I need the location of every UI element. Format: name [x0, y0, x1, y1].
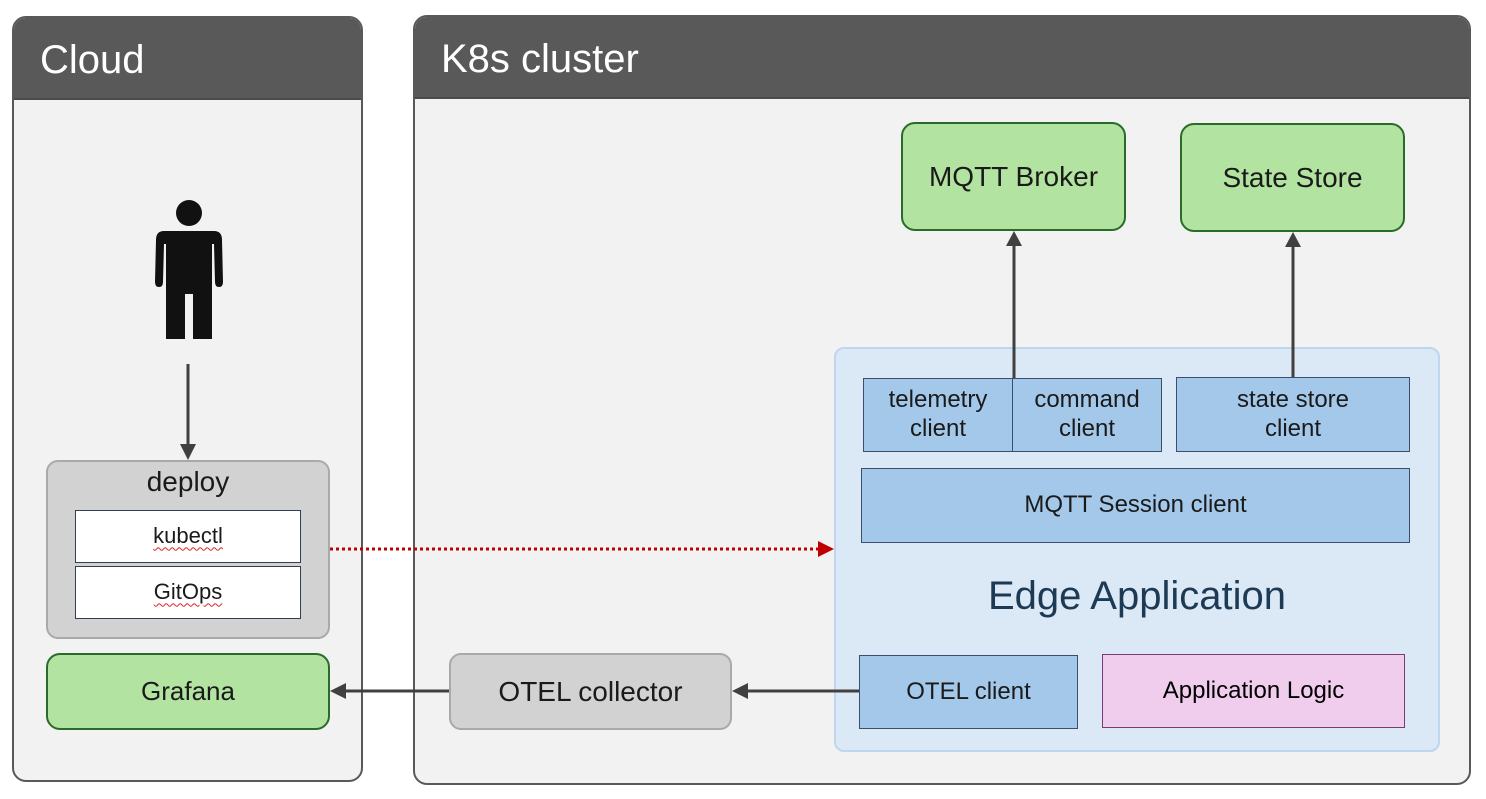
application-logic-box[interactable]: Application Logic	[1102, 654, 1405, 728]
arrow-deploy-to-edge-head	[818, 541, 834, 557]
mqtt-session-client-box[interactable]: MQTT Session client	[861, 468, 1410, 543]
state-store-client-label: state store client	[1236, 385, 1350, 442]
cluster-title: K8s cluster	[441, 37, 639, 81]
state-store-label: State Store	[1222, 161, 1363, 193]
arrow-person-to-deploy-head	[180, 444, 196, 460]
grafana-box[interactable]: Grafana	[46, 653, 330, 730]
deploy-title: deploy	[146, 466, 230, 497]
kubectl-label: kubectl	[153, 523, 223, 549]
otel-collector-box[interactable]: OTEL collector	[449, 653, 732, 730]
person-icon	[155, 200, 223, 339]
application-logic-label: Application Logic	[1162, 676, 1345, 704]
otel-collector-label: OTEL collector	[498, 675, 683, 707]
kubectl-option[interactable]: kubectl	[75, 510, 301, 563]
cluster-header: K8s cluster	[415, 17, 1469, 99]
command-client-label: command client	[1034, 386, 1140, 442]
telemetry-client-box[interactable]: telemetry client	[863, 378, 1013, 452]
edge-application-title: Edge Application	[987, 574, 1286, 618]
state-store-box[interactable]: State Store	[1180, 123, 1405, 232]
cloud-header: Cloud	[14, 18, 361, 100]
otel-client-box[interactable]: OTEL client	[859, 655, 1078, 729]
cloud-title: Cloud	[40, 38, 145, 82]
gitops-label: GitOps	[153, 579, 223, 605]
mqtt-broker-label: MQTT Broker	[928, 160, 1099, 192]
otel-client-label: OTEL client	[906, 677, 1031, 705]
command-client-box[interactable]: command client	[1012, 378, 1162, 452]
arrow-statestore-client-to-store-head	[1285, 232, 1301, 247]
grafana-label: Grafana	[141, 675, 235, 706]
telemetry-client-label: telemetry client	[888, 386, 988, 442]
mqtt-broker-box[interactable]: MQTT Broker	[901, 122, 1126, 231]
state-store-client-box[interactable]: state store client	[1176, 377, 1410, 452]
arrow-otel-client-to-collector-head	[732, 683, 748, 699]
arrow-collector-to-grafana-head	[330, 683, 346, 699]
mqtt-session-client-label: MQTT Session client	[1024, 491, 1247, 519]
arrow-clients-to-broker-head	[1006, 231, 1022, 246]
gitops-option[interactable]: GitOps	[75, 566, 301, 619]
